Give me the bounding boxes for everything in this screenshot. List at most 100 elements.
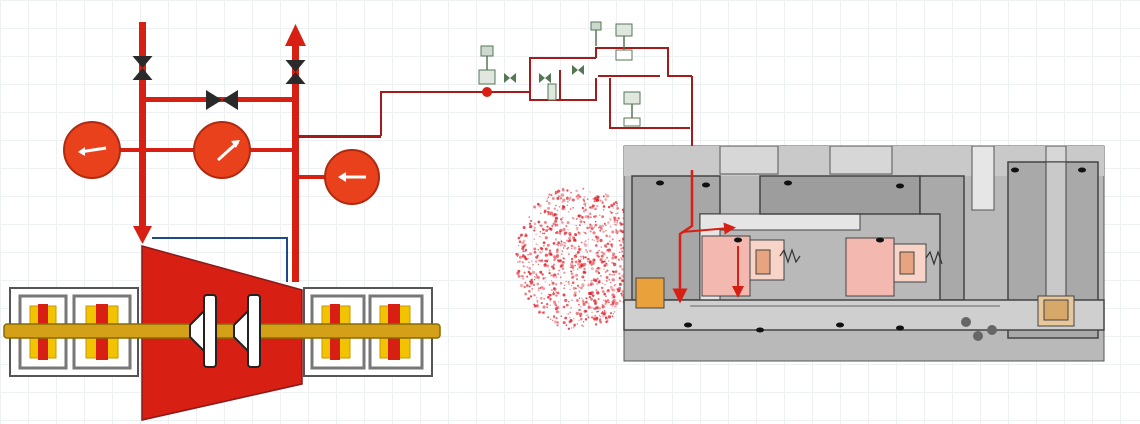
leak-particle: [602, 195, 605, 198]
leak-particle: [542, 232, 544, 235]
leak-particle: [597, 266, 601, 270]
leak-particle: [537, 310, 542, 314]
bypass-valve-icon[interactable]: [206, 90, 238, 110]
leak-particle: [590, 306, 593, 309]
leak-particle: [548, 269, 551, 272]
leak-particle: [569, 208, 572, 210]
leak-particle: [566, 247, 569, 250]
leak-particle: [575, 189, 579, 193]
leak-particle: [522, 275, 524, 277]
regulator-icon: [623, 91, 641, 127]
leak-particle: [602, 316, 604, 318]
leak-particle: [561, 188, 565, 192]
leak-particle: [584, 208, 588, 211]
leak-particle: [593, 239, 596, 242]
suction-pressure-gauge-icon[interactable]: [63, 121, 121, 179]
leak-particle: [590, 279, 593, 282]
leak-particle: [619, 221, 622, 225]
suction-valve-icon[interactable]: [132, 56, 153, 80]
leak-particle: [547, 206, 550, 210]
leak-particle: [611, 261, 614, 265]
leak-particle: [570, 270, 573, 273]
leak-particle: [553, 258, 556, 262]
leak-particle: [568, 283, 570, 285]
discharge-valve-icon[interactable]: [285, 60, 306, 84]
leak-particle: [535, 243, 538, 246]
leak-particle: [583, 196, 586, 198]
leak-particle: [529, 282, 533, 286]
rotor-shaft: [3, 323, 441, 339]
leak-particle: [584, 256, 587, 259]
leak-particle: [569, 317, 571, 319]
leak-particle: [621, 258, 623, 261]
leak-particle: [610, 211, 613, 214]
leak-particle: [587, 258, 590, 261]
leak-particle: [589, 262, 592, 265]
leak-particle: [528, 266, 532, 270]
leak-particle: [565, 224, 568, 228]
leak-particle: [555, 310, 559, 314]
leak-particle: [556, 305, 560, 310]
leak-particle: [556, 243, 559, 246]
leak-particle: [589, 191, 591, 193]
leak-particle: [536, 275, 538, 277]
discharge-pressure-gauge-icon[interactable]: [324, 149, 380, 205]
leak-particle: [604, 284, 606, 286]
leak-particle: [590, 267, 594, 271]
leak-particle: [588, 292, 592, 296]
leak-particle: [604, 303, 606, 305]
leak-particle: [549, 300, 551, 302]
leak-particle: [583, 231, 585, 233]
regulator-icon: [615, 23, 633, 61]
leak-particle: [529, 295, 533, 298]
leak-particle: [611, 296, 614, 299]
leak-particle: [541, 273, 544, 276]
leak-particle: [539, 270, 543, 274]
leak-particle: [603, 222, 606, 225]
leak-particle: [577, 248, 581, 251]
leak-particle: [609, 285, 613, 289]
leak-particle: [515, 253, 519, 257]
leak-particle: [577, 214, 581, 218]
leak-particle: [572, 217, 575, 220]
leak-particle: [598, 226, 600, 229]
leak-particle: [618, 264, 622, 268]
leak-particle: [611, 273, 613, 276]
leak-particle: [612, 288, 616, 292]
leak-particle: [577, 309, 580, 311]
leak-particle: [530, 278, 533, 282]
leak-particle: [618, 272, 621, 275]
leak-particle: [568, 233, 572, 237]
leak-particle: [577, 231, 581, 235]
leak-particle: [598, 249, 600, 252]
leak-particle: [528, 285, 531, 288]
leak-particle: [551, 265, 555, 269]
leak-particle: [599, 315, 601, 318]
leak-particle: [582, 285, 584, 288]
leak-particle: [560, 218, 563, 221]
leak-particle: [548, 193, 551, 196]
leak-particle: [573, 255, 577, 259]
leak-particle: [523, 271, 526, 274]
leak-particle: [600, 312, 604, 315]
leak-particle: [566, 204, 568, 206]
leak-particle: [590, 297, 593, 301]
leak-particle: [528, 216, 531, 218]
leak-particle: [595, 198, 599, 202]
leakage-cloud: [515, 187, 635, 330]
leak-particle: [612, 298, 616, 302]
leak-particle: [578, 319, 580, 322]
leak-particle: [604, 229, 607, 232]
leak-particle: [559, 265, 563, 268]
leak-particle: [575, 298, 579, 302]
leak-particle: [599, 214, 601, 216]
leak-particle: [583, 242, 586, 245]
leak-particle: [562, 247, 565, 249]
leak-particle: [539, 287, 542, 289]
leak-particle: [528, 289, 531, 293]
differential-pressure-gauge-icon[interactable]: [193, 121, 251, 179]
leak-particle: [608, 278, 611, 281]
leak-particle: [562, 321, 566, 325]
leak-particle: [523, 239, 526, 242]
leak-particle: [576, 229, 578, 231]
